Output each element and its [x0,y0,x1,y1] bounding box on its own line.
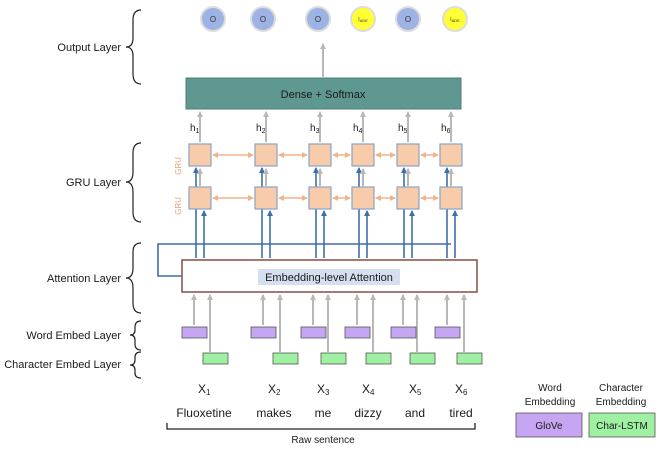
gru-cell [351,186,375,210]
layer-labels: Output Layer GRU Layer Attention Layer W… [4,9,142,379]
legend-glove-label: GloVe [535,421,563,432]
output-node: O [200,6,226,32]
hidden-state-label: h2 [256,123,266,135]
dense-softmax-block: Dense + Softmax [185,77,462,110]
gru-cell [308,143,332,167]
legend-word-title-line1: Word [538,383,562,394]
char-embed-box [456,352,483,365]
input-word: dizzy [354,406,381,420]
legend-glove-box [515,412,583,438]
gru-layer-label: GRU Layer [66,177,121,189]
gru-cell [439,143,463,167]
raw-sentence-bracket: Raw sentence [166,423,476,446]
brace-word-embed [129,320,142,351]
output-node-label: O [315,15,321,24]
legend-char-lstm-label: Char-LSTM [596,421,648,432]
input-token-label: X6 [455,382,468,397]
legend-char-title-line1: Character [599,383,644,394]
input-word: Fluoxetine [176,406,232,420]
word-embed-layer-label: Word Embed Layer [26,330,121,342]
dense-softmax-box [185,77,462,110]
legend-word-title-line2: Embedding [525,397,576,408]
gru-cell [188,143,212,167]
gru-cell [254,143,278,167]
dense-softmax-label: Dense + Softmax [281,89,366,101]
brace-attention [125,242,142,314]
word-embed-box [250,326,277,339]
input-word: me [315,406,332,420]
hidden-state-label: h4 [353,123,363,135]
output-node-label: O [210,15,216,24]
attention-block: Embedding-level Attention [181,259,478,293]
char-embed-layer-label: Character Embed Layer [4,359,121,371]
input-word: tired [449,406,472,420]
output-node-ring [350,6,376,32]
output-node: O [305,6,331,32]
gru-cell [439,186,463,210]
input-token-label: X5 [409,382,422,397]
output-node: O [395,6,421,32]
output-node-label: IADE [450,17,460,23]
input-token-label: X4 [362,382,375,397]
output-node-label: O [405,15,411,24]
input-word: and [405,406,425,420]
char-embed-box [365,352,392,365]
gru-cell [396,186,420,210]
word-embed-box [181,326,208,339]
char-embed-box [202,352,229,365]
legend-char-title-line2: Embedding [596,397,647,408]
char-embed-box [409,352,436,365]
input-token-label: X3 [317,382,330,397]
char-embed-box [272,352,299,365]
attention-skip-connection [157,243,451,277]
hidden-state-label: h6 [441,123,451,135]
output-node: IADE [350,6,376,32]
output-node-ring [250,6,276,32]
word-embed-box [344,326,371,339]
char-embed-box [320,352,347,365]
brace-gru [125,142,142,223]
gru-cell [188,186,212,210]
raw-sentence-label: Raw sentence [291,435,355,446]
attention-layer-label: Attention Layer [47,273,121,285]
sentence-bracket [166,423,476,430]
output-nodes: O O O IADE O IADE [200,6,468,32]
network: h1 h2 h3 h4 h5 h6 [157,111,463,277]
input-token-label: X2 [268,382,281,397]
output-node-ring [395,6,421,32]
output-node-ring [200,6,226,32]
gru-tag-top: GRU [174,157,183,175]
gru-cell [396,143,420,167]
input-word: makes [256,406,291,420]
output-node: O [250,6,276,32]
word-embed-box [434,326,461,339]
gru-cell [351,143,375,167]
input-token-label: X1 [198,382,211,397]
output-node-ring [442,6,468,32]
gru-tag-bottom: GRU [174,197,183,215]
legend: Word Embedding GloVe Character Embedding… [515,383,656,438]
brace-char-embed [129,351,142,379]
output-node-label: O [260,15,266,24]
output-node-label: IADE [358,17,368,23]
output-layer-label: Output Layer [57,42,121,54]
output-node-ring [305,6,331,32]
brace-output [125,9,142,85]
attention-label: Embedding-level Attention [265,272,393,284]
hidden-state-label: h5 [398,123,408,135]
gru-cell [254,186,278,210]
hidden-state-label: h1 [190,123,200,135]
hidden-state-label: h3 [310,123,320,135]
word-embed-box [390,326,417,339]
legend-char-lstm-box [588,412,656,438]
output-node: IADE [442,6,468,32]
word-embed-box [300,326,327,339]
gru-cell [308,186,332,210]
attention-label-highlight [258,269,400,285]
